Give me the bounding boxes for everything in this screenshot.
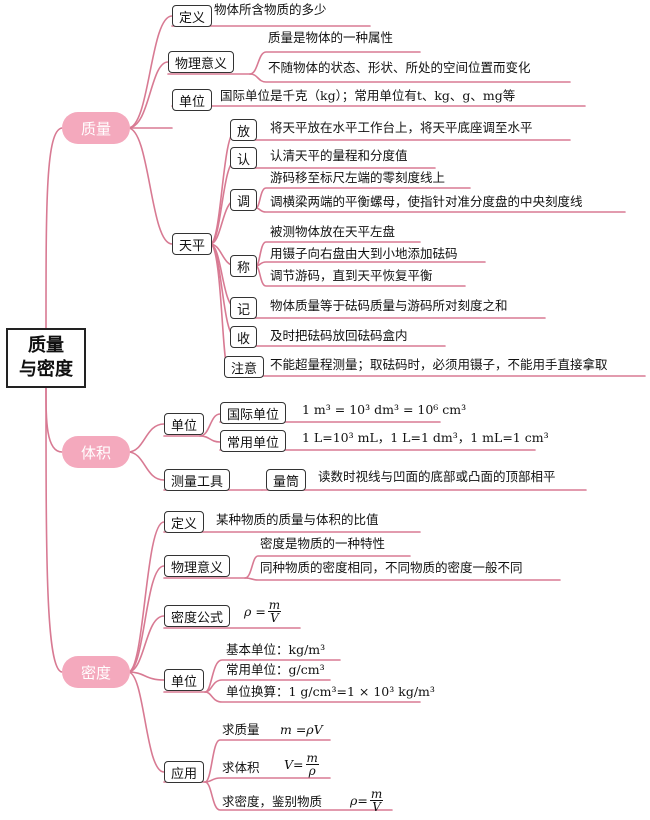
- density-formula-label: 密度公式: [164, 605, 231, 627]
- balance-step-weigh-key: 称: [230, 255, 258, 277]
- balance-label: 天平: [172, 233, 213, 255]
- find-volume-formula-lhs: V=: [284, 756, 304, 772]
- find-density-formula-numerator: m: [369, 787, 384, 801]
- graduated-cylinder-label: 量筒: [266, 469, 307, 491]
- balance-step-weigh-text-3: 调节游码，直到天平恢复平衡: [270, 268, 433, 283]
- mass-meaning-1: 质量是物体的一种属性: [268, 30, 394, 45]
- balance-step-return-key: 收: [230, 326, 258, 348]
- central-topic-line2: 与密度: [19, 359, 73, 380]
- find-volume-formula: V= m ρ: [284, 752, 319, 777]
- mass-unit-text: 国际单位是千克（kg）；常用单位有t、kg、g、mg等: [220, 88, 516, 103]
- volume-node: 体积: [62, 436, 130, 468]
- find-density-formula-lhs: ρ=: [350, 792, 368, 808]
- mass-unit-label: 单位: [172, 89, 213, 111]
- balance-step-weigh-text-2: 用镊子向右盘由大到小地添加砝码: [270, 246, 458, 261]
- find-volume-formula-denominator: ρ: [308, 764, 316, 778]
- density-node: 密度: [62, 656, 130, 688]
- volume-tool-label: 测量工具: [164, 469, 231, 491]
- volume-si-unit-text: 1 m³ = 10³ dm³ = 10⁶ cm³: [302, 402, 467, 417]
- volume-si-unit-label: 国际单位: [220, 402, 287, 424]
- density-definition-label: 定义: [164, 511, 205, 533]
- find-volume-formula-numerator: m: [305, 751, 319, 765]
- balance-step-identify-key: 认: [230, 147, 258, 169]
- density-formula-denominator: V: [270, 611, 279, 625]
- volume-unit-label: 单位: [164, 413, 205, 435]
- mass-node: 质量: [62, 112, 130, 144]
- graduated-cylinder-text: 读数时视线与凹面的底部或凸面的顶部相平: [318, 469, 556, 484]
- find-density-formula-denominator: V: [372, 800, 381, 814]
- mass-definition-label: 定义: [172, 5, 213, 27]
- mass-meaning-2: 不随物体的状态、形状、所处的空间位置而变化: [268, 60, 531, 75]
- density-formula-fraction: m V: [267, 598, 282, 625]
- find-mass-label: 求质量: [222, 722, 260, 737]
- balance-step-caution-key: 注意: [224, 356, 265, 378]
- density-meaning-2: 同种物质的密度相同，不同物质的密度一般不同: [260, 560, 523, 575]
- find-density-formula: ρ= m V: [350, 787, 384, 814]
- find-density-label: 求密度，鉴别物质: [222, 794, 323, 809]
- mass-meaning-label: 物理意义: [168, 51, 235, 73]
- density-unit-label: 单位: [164, 669, 205, 691]
- find-mass-formula: m =ρV: [280, 722, 323, 737]
- density-formula-lhs: ρ =: [244, 603, 266, 619]
- density-base-unit: 基本单位：kg/m³: [226, 642, 326, 657]
- balance-step-identify-text: 认清天平的量程和分度值: [270, 148, 408, 163]
- balance-step-weigh-text-1: 被测物体放在天平左盘: [270, 224, 396, 239]
- find-volume-label: 求体积: [222, 760, 260, 775]
- density-common-unit: 常用单位：g/cm³: [226, 662, 325, 677]
- density-unit-conversion: 单位换算：1 g/cm³=1 × 10³ kg/m³: [226, 684, 435, 699]
- find-volume-formula-fraction: m ρ: [305, 751, 319, 778]
- mass-definition-text: 物体所含物质的多少: [214, 2, 327, 17]
- density-formula: ρ = m V: [244, 598, 282, 625]
- density-formula-numerator: m: [267, 598, 282, 612]
- density-application-label: 应用: [164, 761, 205, 783]
- balance-step-adjust-text-2: 调横梁两端的平衡螺母，使指针对准分度盘的中央刻度线: [270, 194, 583, 209]
- find-density-formula-fraction: m V: [369, 787, 384, 814]
- balance-step-place-key: 放: [230, 119, 258, 141]
- central-topic: 质量 与密度: [6, 328, 86, 388]
- balance-step-caution-text: 不能超量程测量；取砝码时，必须用镊子，不能用手直接拿取: [270, 357, 608, 372]
- density-meaning-1: 密度是物质的一种特性: [260, 536, 386, 551]
- balance-step-return-text: 及时把砝码放回砝码盒内: [270, 328, 408, 343]
- volume-common-unit-text: 1 L=10³ mL，1 L=1 dm³，1 mL=1 cm³: [302, 430, 549, 445]
- balance-step-record-key: 记: [230, 297, 258, 319]
- balance-step-place-text: 将天平放在水平工作台上，将天平底座调至水平: [270, 120, 533, 135]
- central-topic-line1: 质量: [28, 335, 64, 356]
- density-definition-text: 某种物质的质量与体积的比值: [216, 512, 379, 527]
- balance-step-record-text: 物体质量等于砝码质量与游码所对刻度之和: [270, 298, 508, 313]
- balance-step-adjust-key: 调: [230, 189, 258, 211]
- balance-step-adjust-text-1: 游码移至标尺左端的零刻度线上: [270, 170, 446, 185]
- volume-common-unit-label: 常用单位: [220, 430, 287, 452]
- density-meaning-label: 物理意义: [164, 555, 231, 577]
